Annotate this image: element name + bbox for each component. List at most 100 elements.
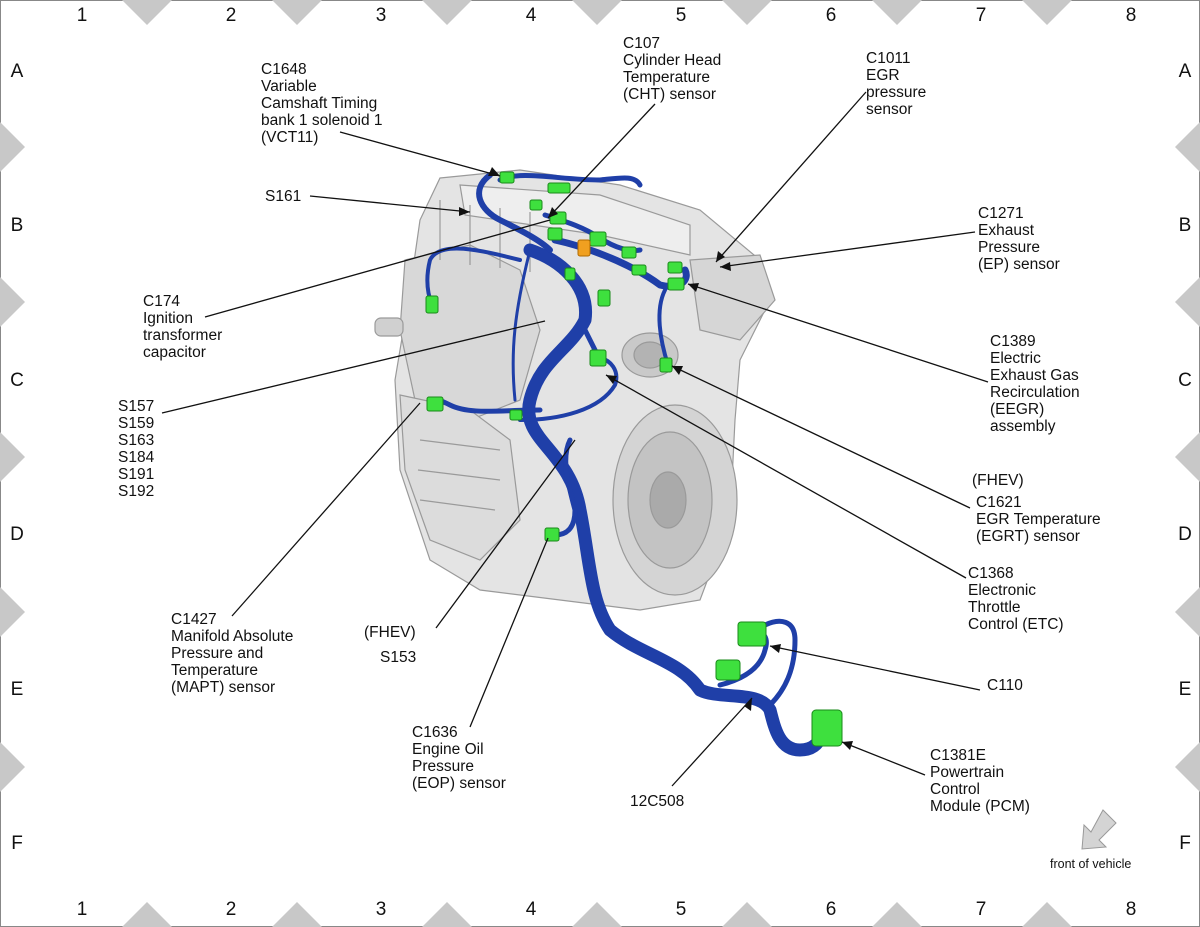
callout-line: S161 xyxy=(265,188,301,205)
callout-c1648: C1648 Variable Camshaft Timing bank 1 so… xyxy=(261,61,383,146)
callout-line: C1427 xyxy=(171,611,217,628)
leader-lines xyxy=(161,91,989,787)
connector-c110 xyxy=(737,621,767,647)
callout-line: S192 xyxy=(118,483,154,500)
callout-line: C107 xyxy=(623,35,660,52)
connector-c1636 xyxy=(544,527,560,542)
callout-line: bank 1 solenoid 1 xyxy=(261,112,383,129)
callout-line: C1368 xyxy=(968,565,1014,582)
grid-col-label: 2 xyxy=(226,5,237,26)
callout-line: EGR Temperature xyxy=(976,511,1101,528)
connector-c1011 xyxy=(667,261,683,274)
grid-row-label: E xyxy=(1179,679,1192,700)
callout-line: Manifold Absolute xyxy=(171,628,293,645)
callout-line: Electric xyxy=(990,350,1041,367)
callout-line: Engine Oil xyxy=(412,741,484,758)
callout-line: C174 xyxy=(143,293,180,310)
callout-c174: C174 Ignition transformer capacitor xyxy=(143,293,222,361)
grid-row-label: D xyxy=(1178,524,1192,545)
callout-s153: (FHEV) S153 xyxy=(364,624,416,666)
callout-line: Pressure and xyxy=(171,645,263,662)
connector-c1389 xyxy=(667,277,685,291)
grid-col-label: 5 xyxy=(676,899,687,920)
grid-row-label: F xyxy=(11,833,23,854)
callout-c1011: C1011 EGR pressure sensor xyxy=(866,50,926,118)
callout-line: sensor xyxy=(866,101,913,118)
grid-col-label: 7 xyxy=(976,899,987,920)
grid-col-label: 3 xyxy=(376,899,387,920)
grid-col-label: 6 xyxy=(826,5,837,26)
callout-line: EGR xyxy=(866,67,900,84)
callout-line: (VCT11) xyxy=(261,129,318,146)
callout-line: S159 xyxy=(118,415,154,432)
callout-line: S163 xyxy=(118,432,154,449)
grid-col-label: 1 xyxy=(77,899,88,920)
connector-c1621 xyxy=(659,357,673,373)
callout-line: C1389 xyxy=(990,333,1036,350)
grid-col-label: 8 xyxy=(1126,899,1137,920)
callout-line: Pressure xyxy=(412,758,474,775)
callout-line: (EOP) sensor xyxy=(412,775,506,792)
callout-line: (FHEV) xyxy=(972,472,1024,489)
callout-c1271: C1271 Exhaust Pressure (EP) sensor xyxy=(978,205,1060,273)
callout-line: assembly xyxy=(990,418,1056,435)
callout-line: Recirculation xyxy=(990,384,1080,401)
front-of-vehicle-arrow-icon xyxy=(1081,809,1117,850)
grid-col-label: 4 xyxy=(526,899,537,920)
grid-column-labels-bottom: 1 2 3 4 5 6 7 8 xyxy=(77,899,1137,920)
grid-col-label: 8 xyxy=(1126,5,1137,26)
callout-line: (EEGR) xyxy=(990,401,1044,418)
grid-row-labels-right: A B C D E F xyxy=(1178,61,1192,854)
grid-row-label: A xyxy=(1179,61,1192,82)
connector-mid-3 xyxy=(631,264,647,276)
callout-line: Pressure xyxy=(978,239,1040,256)
callout-line: S157 xyxy=(118,398,154,415)
callout-c1389: C1389 Electric Exhaust Gas Recirculation… xyxy=(990,333,1080,435)
callout-line: Cylinder Head xyxy=(623,52,721,69)
callout-c1368: C1368 Electronic Throttle Control (ETC) xyxy=(968,565,1064,633)
grid-col-label: 1 xyxy=(77,5,88,26)
connector-mid-5 xyxy=(564,267,576,281)
callout-line: C1271 xyxy=(978,205,1024,222)
callout-12c508: 12C508 xyxy=(630,793,684,810)
callout-line: capacitor xyxy=(143,344,206,361)
callout-line: Throttle xyxy=(968,599,1021,616)
grid-row-label: B xyxy=(1179,215,1192,236)
connector-mid-1 xyxy=(589,231,607,247)
grid-col-label: 3 xyxy=(376,5,387,26)
callout-line: transformer xyxy=(143,327,222,344)
grid-col-label: 5 xyxy=(676,5,687,26)
grid-row-label: C xyxy=(1178,370,1192,391)
connector-left-1 xyxy=(425,295,439,314)
grid-col-label: 6 xyxy=(826,899,837,920)
callout-line: C1011 xyxy=(866,50,911,67)
connector-splice-area xyxy=(509,409,523,421)
grid-col-label: 2 xyxy=(226,899,237,920)
grid-row-label: A xyxy=(11,61,24,82)
front-of-vehicle-label: front of vehicle xyxy=(1050,857,1131,871)
callout-c107: C107 Cylinder Head Temperature (CHT) sen… xyxy=(623,35,721,103)
connector-12c508 xyxy=(715,659,741,681)
callout-c1381e: C1381E Powertrain Control Module (PCM) xyxy=(930,747,1030,815)
callout-c1636: C1636 Engine Oil Pressure (EOP) sensor xyxy=(412,724,506,792)
connector-orange xyxy=(577,239,591,257)
engine-illustration xyxy=(374,169,776,611)
connector-c174 xyxy=(547,227,563,241)
grid-row-label: D xyxy=(10,524,24,545)
callout-line: C1648 xyxy=(261,61,307,78)
callout-line: Temperature xyxy=(623,69,710,86)
callout-line: Powertrain xyxy=(930,764,1004,781)
connectors xyxy=(425,171,843,747)
callout-c110: C110 xyxy=(987,677,1023,694)
grid-col-label: 4 xyxy=(526,5,537,26)
callout-line: Variable xyxy=(261,78,317,95)
callout-c1621: (FHEV) C1621 EGR Temperature (EGRT) sens… xyxy=(972,472,1101,545)
callout-line: C1381E xyxy=(930,747,986,764)
grid-row-label: C xyxy=(10,370,24,391)
callout-line: (EGRT) sensor xyxy=(976,528,1080,545)
callout-line: (FHEV) xyxy=(364,624,416,641)
connector-mid-4 xyxy=(597,289,611,307)
